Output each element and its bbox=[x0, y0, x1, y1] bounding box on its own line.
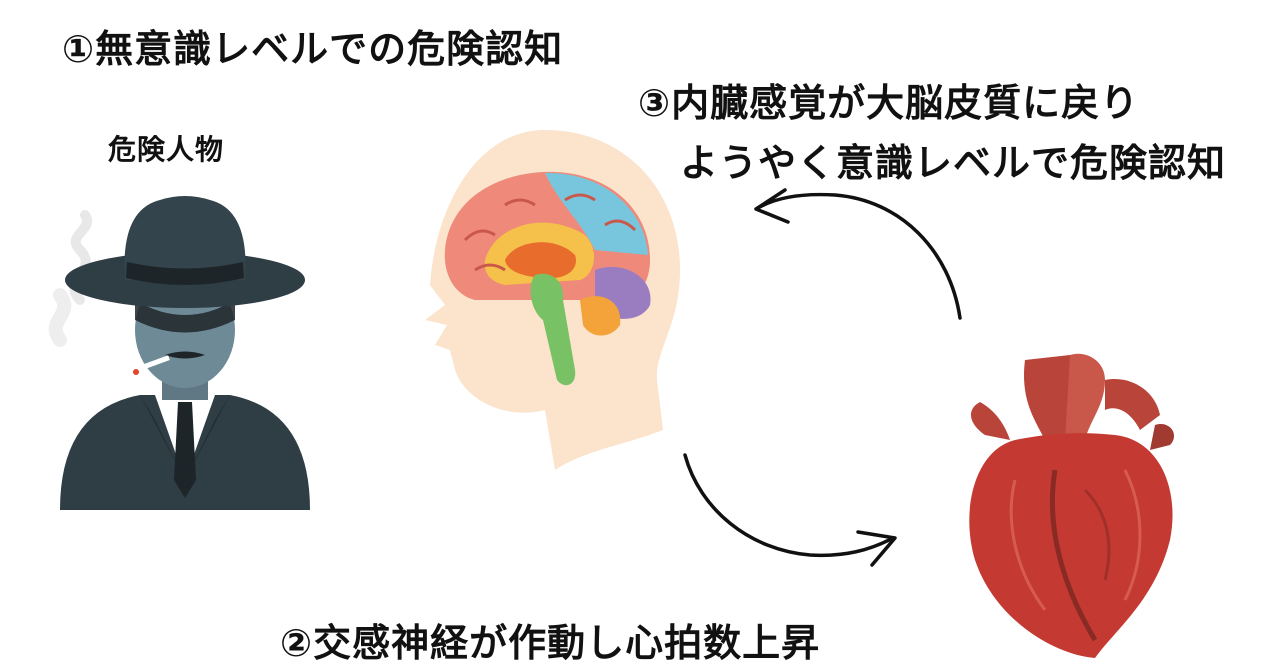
step2-text: ②交感神経が作動し心拍数上昇 bbox=[280, 621, 821, 665]
brain-head-icon bbox=[425, 130, 680, 470]
dangerous-person-label: 危険人物 bbox=[108, 133, 225, 166]
shady-man-icon bbox=[48, 196, 310, 510]
step3-text-line1: ③内臓感覚が大脳皮質に戻り bbox=[638, 81, 1140, 125]
curved-arrow-icon bbox=[683, 453, 897, 567]
step1-text: ①無意識レベルでの危険認知 bbox=[62, 27, 564, 71]
step3-text-line2: ようやく意識レベルで危険認知 bbox=[680, 141, 1227, 185]
curved-arrow-icon bbox=[754, 188, 962, 320]
heart-icon bbox=[969, 353, 1175, 658]
